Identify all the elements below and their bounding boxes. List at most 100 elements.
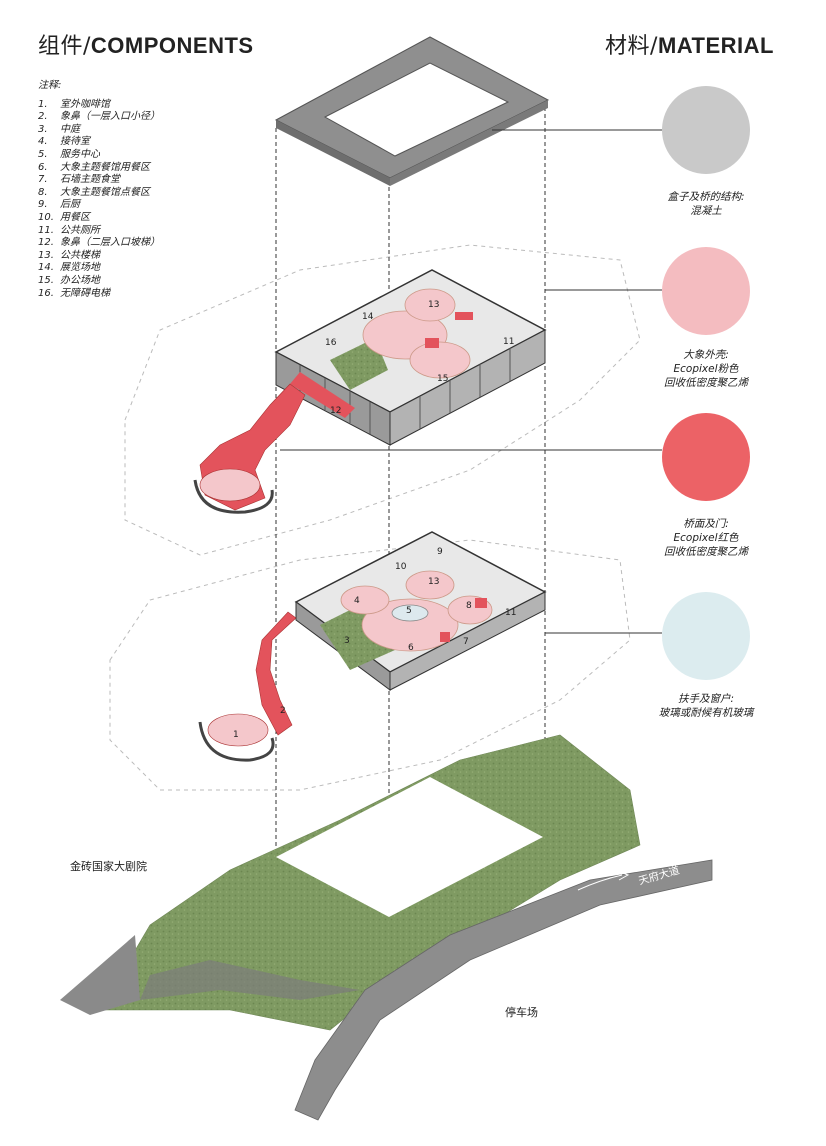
note-number: 5. bbox=[38, 148, 48, 160]
material-caption: 扶手及窗户: 玻璃或耐候有机玻璃 bbox=[620, 692, 792, 720]
room-number-label: 3 bbox=[344, 636, 350, 646]
room-number-label: 14 bbox=[362, 312, 374, 322]
material-caption: 大象外壳: Ecopixel粉色回收低密度聚乙烯 bbox=[620, 348, 792, 390]
lower-floor bbox=[198, 531, 662, 762]
material-heading: 材料/MATERIAL bbox=[605, 28, 774, 60]
note-text: 无障碍电梯 bbox=[60, 287, 110, 299]
note-number: 9. bbox=[38, 199, 48, 211]
material-caption-line: Ecopixel粉色 bbox=[673, 363, 739, 375]
note-item: 2. 象鼻（一层入口小径） bbox=[38, 111, 160, 124]
room-number-label: 13 bbox=[428, 300, 440, 310]
note-item: 15. 办公场地 bbox=[38, 275, 160, 288]
material-swatch bbox=[662, 413, 750, 501]
room-number-label: 1 bbox=[233, 730, 239, 740]
material-caption: 盒子及桥的结构: 混凝土 bbox=[620, 190, 792, 218]
note-number: 3. bbox=[38, 123, 48, 135]
room-number-label: 11 bbox=[505, 608, 517, 618]
room-number-label: 2 bbox=[280, 706, 286, 716]
note-number: 2. bbox=[38, 111, 48, 123]
material-swatch bbox=[662, 592, 750, 680]
note-text: 公共厕所 bbox=[60, 224, 100, 236]
room-number-label: 5 bbox=[406, 606, 412, 616]
note-text: 室外咖啡馆 bbox=[60, 98, 110, 110]
material-caption-line: 大象外壳: bbox=[683, 349, 729, 361]
note-item: 1. 室外咖啡馆 bbox=[38, 99, 160, 112]
roof-frame bbox=[274, 36, 550, 186]
note-item: 7. 石墙主题食堂 bbox=[38, 174, 160, 187]
note-text: 公共楼梯 bbox=[60, 249, 100, 261]
note-number: 14. bbox=[38, 262, 54, 274]
note-number: 16. bbox=[38, 287, 54, 299]
room-number-label: 7 bbox=[463, 637, 469, 647]
note-text: 中庭 bbox=[60, 123, 80, 135]
note-text: 大象主题餐馆用餐区 bbox=[60, 161, 150, 173]
note-item: 6. 大象主题餐馆用餐区 bbox=[38, 162, 160, 175]
material-caption-line: 桥面及门: bbox=[683, 518, 729, 530]
note-text: 后厨 bbox=[60, 199, 80, 211]
material-caption-line: Ecopixel红色 bbox=[673, 532, 739, 544]
note-number: 15. bbox=[38, 274, 54, 286]
note-text: 用餐区 bbox=[60, 211, 90, 223]
room-number-label: 4 bbox=[354, 596, 360, 606]
note-item: 11. 公共厕所 bbox=[38, 225, 160, 238]
notes-title: 注释: bbox=[38, 80, 62, 91]
theatre-label: 金砖国家大剧院 bbox=[70, 860, 147, 873]
room-number-label: 10 bbox=[395, 562, 407, 572]
material-caption-line: 回收低密度聚乙烯 bbox=[664, 377, 748, 389]
site-outline-lower bbox=[109, 539, 631, 791]
material-swatch bbox=[662, 247, 750, 335]
room-number-label: 12 bbox=[330, 406, 342, 416]
components-heading-cn: 组件/ bbox=[38, 34, 91, 59]
material-heading-en: MATERIAL bbox=[657, 33, 774, 58]
note-number: 1. bbox=[38, 98, 48, 110]
note-item: 5. 服务中心 bbox=[38, 149, 160, 162]
note-number: 6. bbox=[38, 161, 48, 173]
room-number-label: 9 bbox=[437, 547, 443, 557]
note-text: 办公场地 bbox=[60, 274, 100, 286]
note-item: 16. 无障碍电梯 bbox=[38, 288, 160, 301]
note-item: 3. 中庭 bbox=[38, 124, 160, 137]
room-number-label: 6 bbox=[408, 643, 414, 653]
material-caption-line: 玻璃或耐候有机玻璃 bbox=[658, 707, 754, 719]
material-swatch bbox=[662, 86, 750, 174]
note-number: 11. bbox=[38, 224, 54, 236]
note-item: 9. 后厨 bbox=[38, 199, 160, 212]
note-item: 8. 大象主题餐馆点餐区 bbox=[38, 187, 160, 200]
material-caption-line: 混凝土 bbox=[690, 205, 722, 217]
room-number-label: 16 bbox=[325, 338, 337, 348]
material-caption: 桥面及门: Ecopixel红色回收低密度聚乙烯 bbox=[620, 517, 792, 559]
material-caption-line: 回收低密度聚乙烯 bbox=[664, 546, 748, 558]
material-heading-cn: 材料/ bbox=[605, 34, 658, 59]
note-text: 石墙主题食堂 bbox=[60, 174, 120, 186]
note-number: 7. bbox=[38, 174, 48, 186]
room-number-label: 8 bbox=[466, 601, 472, 611]
note-text: 大象主题餐馆点餐区 bbox=[60, 186, 150, 198]
parking-label: 停车场 bbox=[505, 1006, 538, 1019]
material-caption-line: 扶手及窗户: bbox=[677, 693, 735, 705]
material-caption-line: 盒子及桥的结构: bbox=[667, 191, 745, 203]
note-item: 13. 公共楼梯 bbox=[38, 250, 160, 263]
note-number: 12. bbox=[38, 237, 54, 249]
upper-floor bbox=[193, 269, 662, 514]
site-outline-upper bbox=[124, 244, 641, 556]
note-item: 4.接待室 bbox=[38, 136, 160, 149]
room-number-label: 13 bbox=[428, 577, 440, 587]
note-item: 14. 展览场地 bbox=[38, 262, 160, 275]
note-item: 10. 用餐区 bbox=[38, 212, 160, 225]
note-number: 8. bbox=[38, 186, 48, 198]
note-number: 4. bbox=[38, 136, 48, 148]
note-number: 13. bbox=[38, 249, 54, 261]
note-number: 10. bbox=[38, 211, 54, 223]
components-heading-en: COMPONENTS bbox=[90, 33, 254, 58]
ground-site bbox=[60, 734, 713, 1121]
note-text: 服务中心 bbox=[60, 148, 100, 160]
note-item: 12. 象鼻（二层入口坡梯） bbox=[38, 237, 160, 250]
room-number-label: 15 bbox=[437, 374, 449, 384]
room-number-label: 11 bbox=[503, 337, 515, 347]
note-text: 象鼻（二层入口坡梯） bbox=[60, 237, 160, 249]
note-text: 象鼻（一层入口小径） bbox=[60, 111, 160, 123]
note-text: 展览场地 bbox=[60, 262, 100, 274]
